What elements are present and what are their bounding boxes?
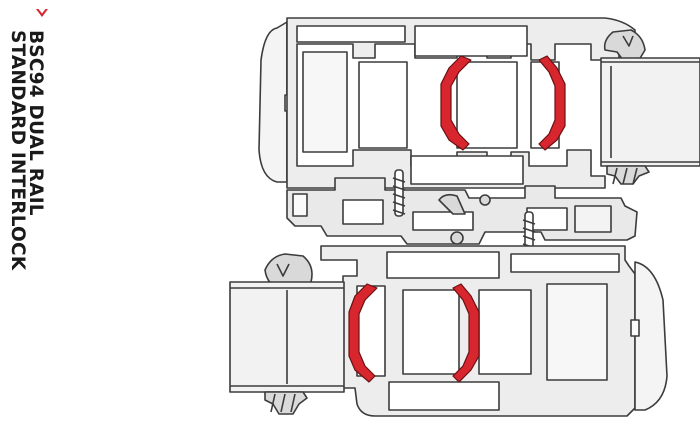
thermal-break-upper-right [538,55,566,151]
thermal-break-lower-left [348,283,378,383]
upper-sash [258,17,700,189]
page-title: BSC94 DUAL RAIL STANDARD INTERLOCK [7,30,46,271]
thermal-break-lower-right [452,283,480,383]
interlock-rail [286,169,638,263]
screw-icon [392,169,406,217]
title-line-2: STANDARD INTERLOCK [7,30,28,271]
title-block: BSC94 DUAL RAIL STANDARD INTERLOCK [0,0,60,443]
chevron-down-icon [36,9,48,17]
lower-sash [229,245,668,417]
interlock-section-drawing [229,17,700,417]
thermal-break-upper-left [440,55,472,151]
title-line-1: BSC94 DUAL RAIL [25,30,46,216]
